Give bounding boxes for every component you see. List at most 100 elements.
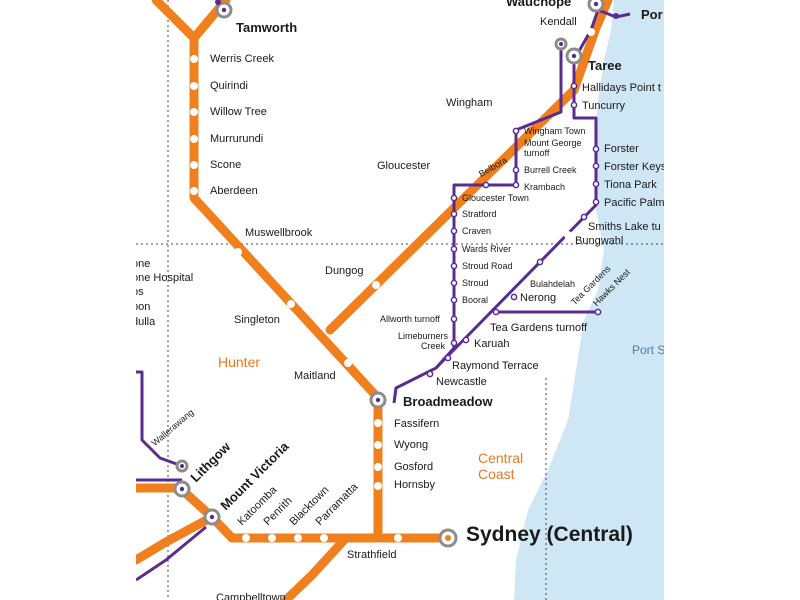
stop-wyong [374,441,382,449]
stop-bulahdelah [536,258,544,266]
stop-quirindi [190,82,198,90]
label-allworth-turnoff: Allworth turnoff [380,314,440,324]
stop-kendall [587,28,595,36]
stop-tea-gardens-turnoff [492,308,500,316]
label-aberdeen: Aberdeen [210,185,258,197]
stop-forster [592,145,600,153]
purple-stops [426,82,602,378]
stop-dungog [372,281,380,289]
label-broadmeadow: Broadmeadow [403,394,493,409]
label-kendall: Kendall [540,16,577,28]
stop-blacktown [294,534,302,542]
label-limeburners: Limeburners [398,331,449,341]
label-wards-river: Wards River [462,244,512,254]
stop-limeburners [450,339,458,347]
stop-scone [190,161,198,169]
stop-muswellbrook [234,248,242,256]
label-werris-creek: Werris Creek [210,53,274,65]
stop-raymond-terrace [444,354,452,362]
label-willow-tree: Willow Tree [210,106,267,118]
label-booral: Booral [462,295,489,305]
label-maitland: Maitland [294,370,336,382]
label-bungwahl: Bungwahl [575,235,624,247]
label-west-edge-5: dulla [136,316,156,328]
hub-sydney-centre [445,535,451,541]
region-hunter: Hunter [218,354,261,370]
sea-label-port: Port S [632,343,664,357]
stop-werris-creek [190,55,198,63]
stop-singleton [287,300,295,308]
label-west-edge-2: one Hospital [136,272,194,284]
stop-katoomba [242,534,250,542]
stop-tuncurry [570,101,578,109]
line-south [281,533,351,600]
stop-maitland [344,359,352,367]
label-smiths-lake: Smiths Lake tu [588,221,661,233]
label-tuncurry: Tuncurry [582,100,625,112]
stop-bungwahl [564,231,572,239]
label-gosford: Gosford [394,461,434,473]
label-gloucester: Gloucester [377,160,431,172]
label-campbelltown: Campbelltown [216,592,286,600]
stop-wards-river [450,245,458,253]
label-wingham: Wingham [446,97,493,109]
label-nerong: Nerong [520,292,557,304]
label-raymond-terrace: Raymond Terrace [452,360,539,372]
stop-murrurundi [190,135,198,143]
stop-gloucester [438,177,446,185]
label-limeburners-creek: Creek [421,341,446,351]
stop-stratford [450,210,458,218]
stop-penrith [268,534,276,542]
stop-wingham [502,113,510,121]
label-stroud: Stroud [462,278,489,288]
stop-gloucester-town [450,194,458,202]
label-murrurundi: Murrurundi [210,133,264,145]
stop-hallidays-point [570,82,578,90]
stop-stroud-road [450,262,458,270]
stop-smiths-lake [580,213,588,221]
line-new-england [151,0,383,403]
label-tea-gardens-turnoff: Tea Gardens turnoff [490,322,588,334]
label-tamworth: Tamworth [236,20,298,35]
label-stratford: Stratford [462,209,497,219]
stop-stroud [450,279,458,287]
line-west [136,370,183,468]
region-central: Central [478,450,524,466]
label-burrell-creek: Burrell Creek [524,165,577,175]
hub-centres [179,0,619,520]
line-bucketts-way [392,44,563,404]
label-hallidays-point: Hallidays Point t [582,82,661,94]
label-port: Por [641,7,663,22]
line-gloucester [325,0,613,335]
stop-fassifern [374,419,382,427]
label-mount-george: Mount George [524,138,582,148]
label-strathfield: Strathfield [347,549,397,561]
label-krambach: Krambach [524,182,566,192]
stop-booral [450,296,458,304]
label-fassifern: Fassifern [394,418,440,430]
region-borders [136,0,664,600]
label-hornsby: Hornsby [394,479,435,491]
label-craven: Craven [462,226,492,236]
stop-krambach [512,181,520,189]
label-pacific-palms: Pacific Palm [604,197,664,209]
label-forster: Forster [604,143,639,155]
stop-nerong [510,293,518,301]
stop-craven [450,227,458,235]
label-wingham-town: Wingham Town [524,126,586,136]
stop-forster-keys [592,162,600,170]
stop-gosford [374,463,382,471]
label-bulahdelah: Bulahdelah [530,279,576,289]
route-map: Tamworth Taree Wauchope Por Broadmeadow … [136,0,664,600]
stop-hornsby [374,482,382,490]
label-karuah: Karuah [474,338,510,350]
label-west-edge-3: os [136,286,144,298]
label-stroud-road: Stroud Road [462,261,513,271]
label-scone: Scone [210,159,242,171]
line-coastal [434,60,598,370]
label-west-edge-1: one [136,258,151,270]
stop-pacific-palms [592,198,600,206]
line-west-lower [136,512,217,565]
stop-willow-tree [190,108,198,116]
stop-strathfield [394,534,402,542]
